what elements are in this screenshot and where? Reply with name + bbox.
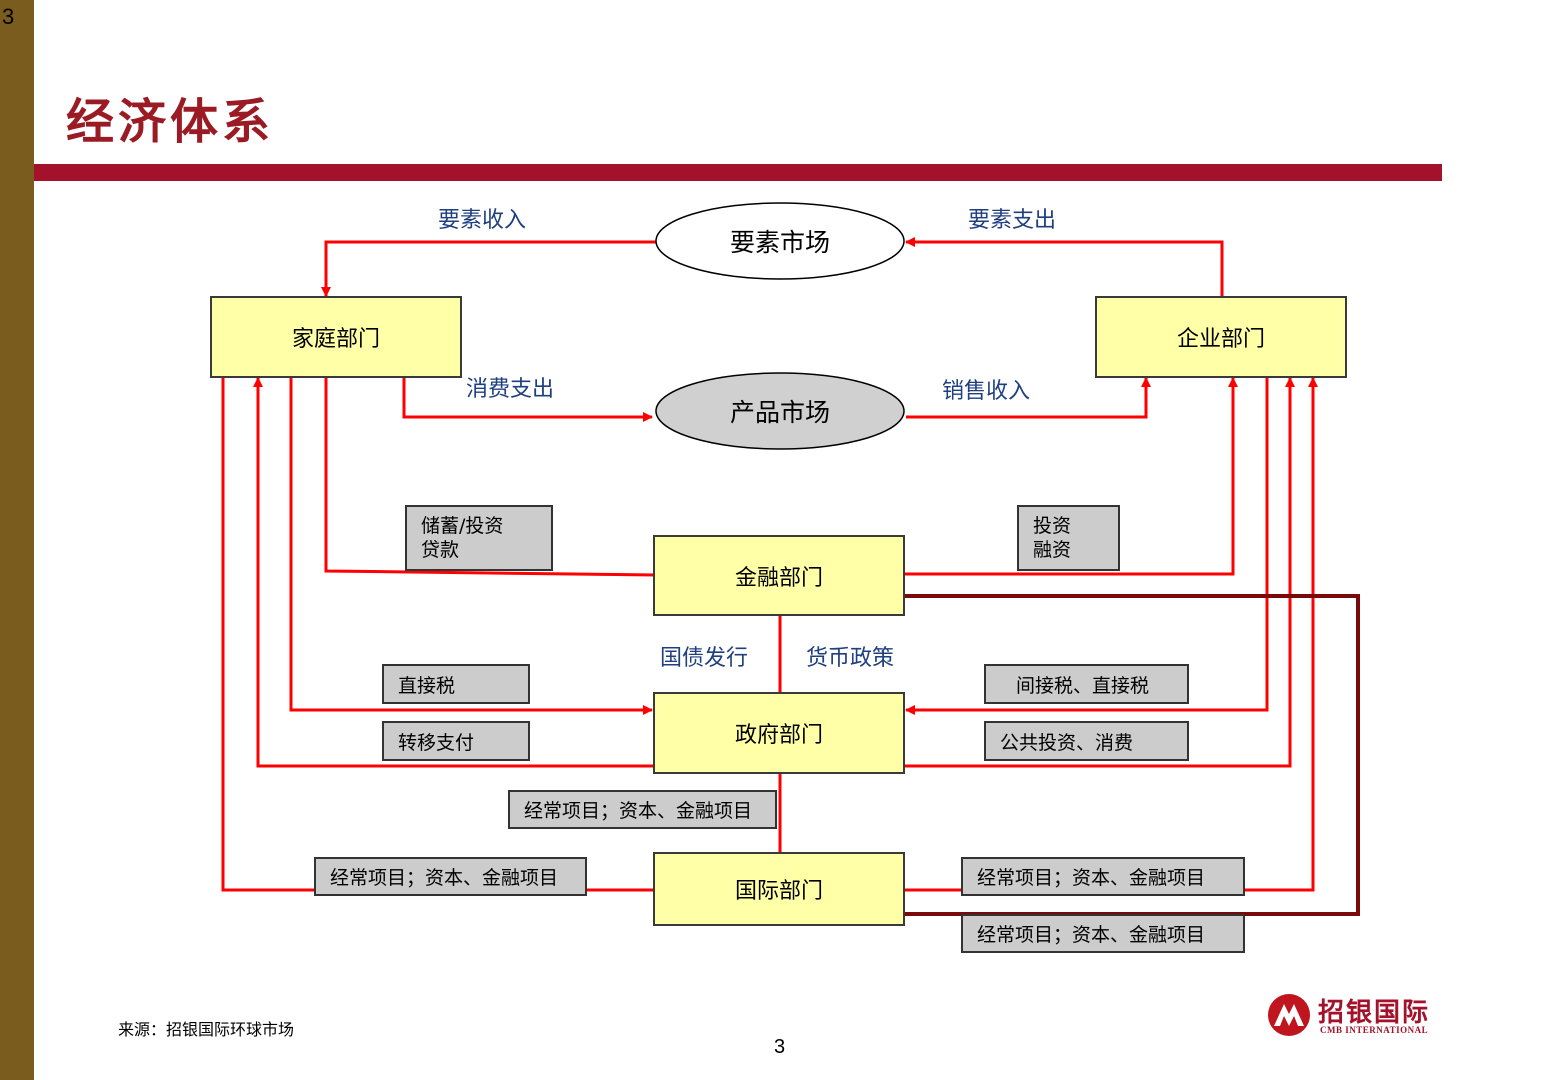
indirect-tax-box: 间接税、直接税 bbox=[984, 664, 1189, 704]
arrow-sales-income bbox=[906, 377, 1151, 419]
slide-number-top: 3 bbox=[2, 4, 15, 29]
arrow-factor-expense bbox=[905, 237, 1224, 296]
factor-market: 要素市场 bbox=[729, 228, 830, 257]
arrow-consumption bbox=[402, 378, 653, 422]
left-sidebar bbox=[0, 0, 34, 1080]
arrow-indirect-tax bbox=[905, 376, 1269, 715]
savings-line2: 贷款 bbox=[421, 539, 460, 561]
factor-income-label: 要素收入 bbox=[438, 208, 527, 233]
source-note: 来源：招银国际环球市场 bbox=[118, 1020, 295, 1039]
savings-line1: 储蓄/投资 bbox=[421, 515, 504, 537]
investment-line2: 融资 bbox=[1033, 539, 1072, 561]
cmb-international-logo: 招银国际 CMB INTERNATIONAL bbox=[1266, 992, 1446, 1038]
logo-chinese-text: 招银国际 bbox=[1318, 998, 1431, 1028]
enterprise-sector-box: 企业部门 bbox=[1095, 296, 1347, 378]
gov-bonds-label: 国债发行 bbox=[660, 646, 749, 671]
arrow-factor-income bbox=[321, 240, 656, 297]
arrow-transfer bbox=[253, 377, 656, 768]
factor-market-ellipse bbox=[655, 202, 905, 280]
current-capital-account-right-box-2: 经常项目；资本、金融项目 bbox=[961, 914, 1245, 953]
factor-expense-label: 要素支出 bbox=[968, 208, 1057, 233]
investment-financing-box: 投资 融资 bbox=[1017, 505, 1120, 571]
public-investment-box: 公共投资、消费 bbox=[984, 721, 1189, 761]
product-market: 产品市场 bbox=[729, 398, 830, 427]
page-title: 经济体系 bbox=[66, 94, 275, 150]
cmb-logo-icon bbox=[1268, 994, 1310, 1036]
arrow-international-enterprise bbox=[904, 377, 1318, 892]
sales-income-label: 销售收入 bbox=[942, 379, 1031, 404]
savings-loan-box: 储蓄/投资 贷款 bbox=[405, 505, 553, 571]
transfer-payment-box: 转移支付 bbox=[382, 721, 530, 761]
arrow-direct-tax bbox=[289, 376, 653, 715]
monetary-policy-label: 货币政策 bbox=[806, 646, 895, 671]
title-divider bbox=[34, 164, 1442, 181]
international-sector-box: 国际部门 bbox=[653, 852, 905, 926]
direct-tax-box: 直接税 bbox=[382, 664, 530, 704]
current-capital-account-mid-box: 经常项目；资本、金融项目 bbox=[508, 790, 777, 829]
arrow-investment bbox=[904, 377, 1238, 576]
page-number: 3 bbox=[774, 1036, 786, 1058]
household-sector-box: 家庭部门 bbox=[210, 296, 462, 378]
current-capital-account-left-box: 经常项目；资本、金融项目 bbox=[314, 857, 587, 896]
consumption-label: 消费支出 bbox=[466, 377, 555, 402]
finance-sector-box: 金融部门 bbox=[653, 535, 905, 616]
government-sector-box: 政府部门 bbox=[653, 692, 905, 774]
arrow-public-invest bbox=[904, 377, 1295, 768]
product-market-ellipse bbox=[655, 372, 905, 450]
current-capital-account-right-box-1: 经常项目；资本、金融项目 bbox=[961, 857, 1245, 896]
investment-line1: 投资 bbox=[1033, 515, 1072, 537]
line-savings bbox=[324, 376, 657, 577]
logo-english-text: CMB INTERNATIONAL bbox=[1320, 1025, 1429, 1035]
